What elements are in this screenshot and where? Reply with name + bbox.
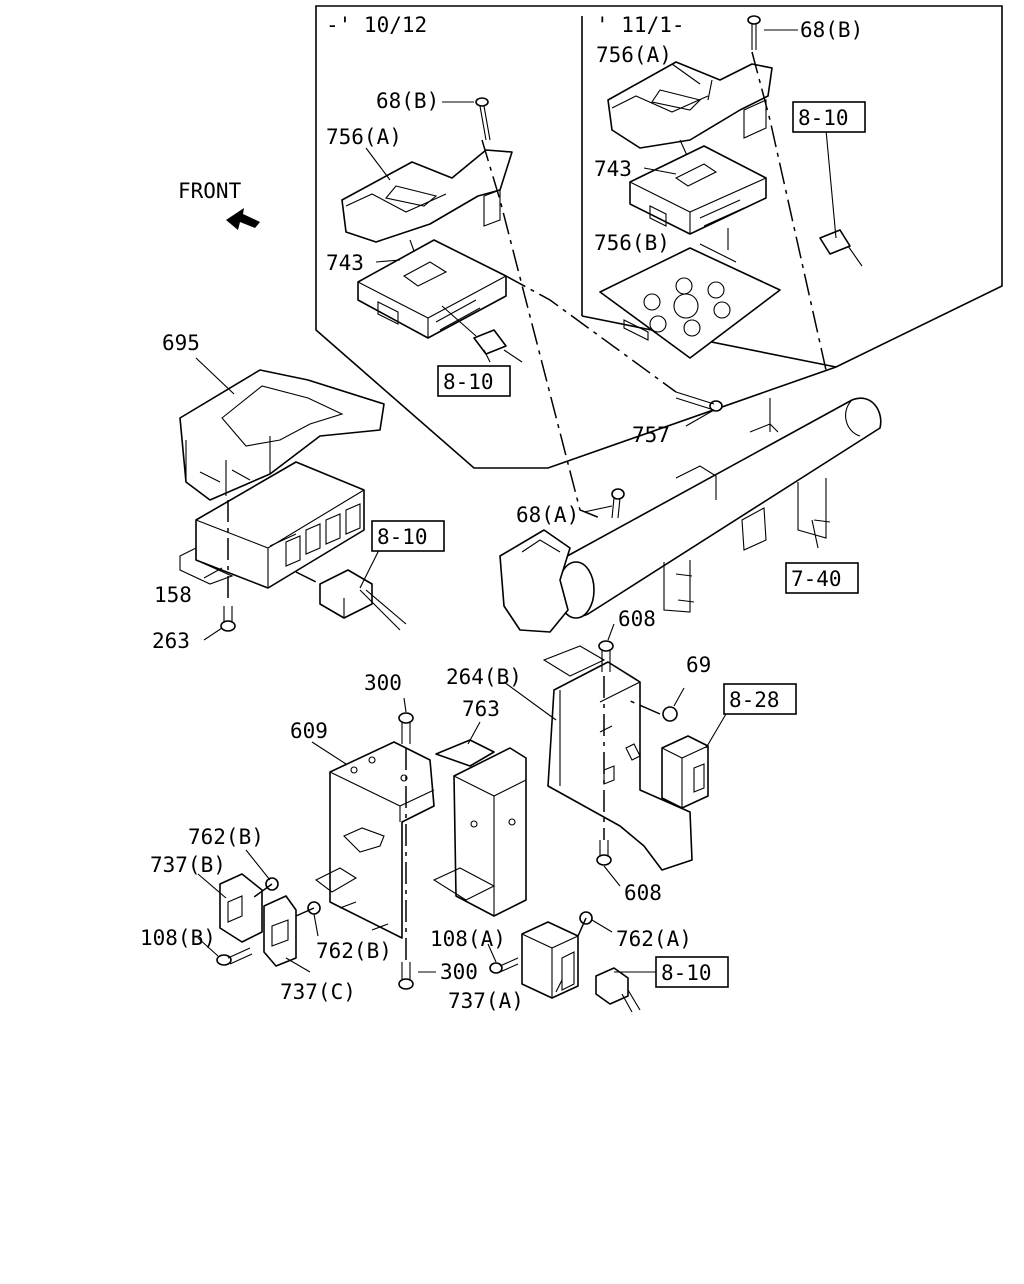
ref-810-left-label: 8-10: [443, 370, 494, 394]
callout-108b: 108(B): [140, 926, 216, 950]
callout-68b-right: 68(B): [800, 18, 863, 42]
connector-left-inset: [441, 305, 523, 363]
bolt-68a: [611, 488, 625, 519]
ref-828-label: 8-28: [729, 688, 780, 712]
callout-608-bottom: 608: [624, 881, 662, 905]
bolt-68b-left: [475, 97, 491, 141]
relay-737c: [263, 895, 297, 967]
bolt-68b-right: [747, 15, 761, 50]
bolt-608-bottom: [596, 840, 612, 866]
front-label: FRONT: [178, 179, 242, 203]
ecu-158: [179, 461, 365, 589]
callout-762a: 762(A): [616, 927, 692, 951]
callout-609: 609: [290, 719, 328, 743]
bracket-609: [314, 741, 435, 939]
callout-69: 69: [686, 653, 711, 677]
ref-box-828: 8-28: [723, 683, 797, 715]
bolt-300-bottom: [398, 962, 414, 990]
ref-810-bottom-label: 8-10: [661, 961, 712, 985]
bracket-756a-right: [607, 61, 773, 163]
connector-ecu: [295, 569, 407, 631]
callout-757: 757: [632, 423, 670, 447]
ref-740-label: 7-40: [791, 567, 842, 591]
callout-608-top: 608: [618, 607, 656, 631]
bracket-763: [432, 739, 527, 917]
callout-108a: 108(A): [430, 927, 506, 951]
callout-756b: 756(B): [594, 231, 670, 255]
module-743-right: [629, 145, 767, 235]
inset-right-label: ' 11/1-: [596, 13, 685, 37]
ref-box-810-mid: 8-10: [371, 520, 445, 552]
assembly-lines: [249, 51, 827, 962]
callout-743-right: 743: [594, 157, 632, 181]
callout-743-left: 743: [326, 251, 364, 275]
callout-763: 763: [462, 697, 500, 721]
ref-810-mid-label: 8-10: [377, 525, 428, 549]
callout-68a: 68(A): [516, 503, 579, 527]
beam-bracket-left: [499, 529, 571, 633]
module-743-left: [357, 239, 507, 339]
ref-810-right-label: 8-10: [798, 106, 849, 130]
ref-box-810-right: 8-10: [792, 101, 866, 133]
ref-box-740: 7-40: [785, 562, 859, 594]
relay-828: [661, 735, 709, 809]
callout-762b-bottom: 762(B): [316, 939, 392, 963]
bolts-108: [216, 901, 519, 974]
callout-737c: 737(C): [280, 980, 356, 1004]
bolt-757: [675, 391, 723, 412]
relay-737b: [219, 873, 263, 943]
callout-158: 158: [154, 583, 192, 607]
tray-756b: [599, 247, 781, 359]
callout-756a-right: 756(A): [596, 43, 672, 67]
nut-69: [662, 706, 678, 722]
callout-756a-left: 756(A): [326, 125, 402, 149]
bolt-608-top: [598, 640, 614, 672]
leader-lines: [195, 29, 837, 993]
connector-right-inset: [819, 229, 863, 267]
callout-300-bottom: 300: [440, 960, 478, 984]
inset-left-label: -' 10/12: [326, 13, 427, 37]
callout-263: 263: [152, 629, 190, 653]
connector-737a: [595, 967, 641, 1013]
studs-beam: [675, 519, 831, 603]
ref-box-810-bottom: 8-10: [655, 956, 729, 988]
bolt-263: [220, 606, 236, 632]
callout-68b-left: 68(B): [376, 89, 439, 113]
relay-737a: [521, 921, 579, 999]
callout-695: 695: [162, 331, 200, 355]
callout-300-top: 300: [364, 671, 402, 695]
bracket-695: [179, 369, 385, 501]
front-arrow-icon: [226, 208, 260, 230]
callout-264b: 264(B): [446, 665, 522, 689]
callout-762b-top: 762(B): [188, 825, 264, 849]
ref-box-810-left: 8-10: [437, 365, 511, 397]
bracket-264b: [542, 645, 693, 871]
callout-737b: 737(B): [150, 853, 226, 877]
beam-bracket-mid: [663, 423, 827, 613]
bolt-300-top: [398, 712, 414, 744]
callout-737a: 737(A): [448, 989, 524, 1013]
